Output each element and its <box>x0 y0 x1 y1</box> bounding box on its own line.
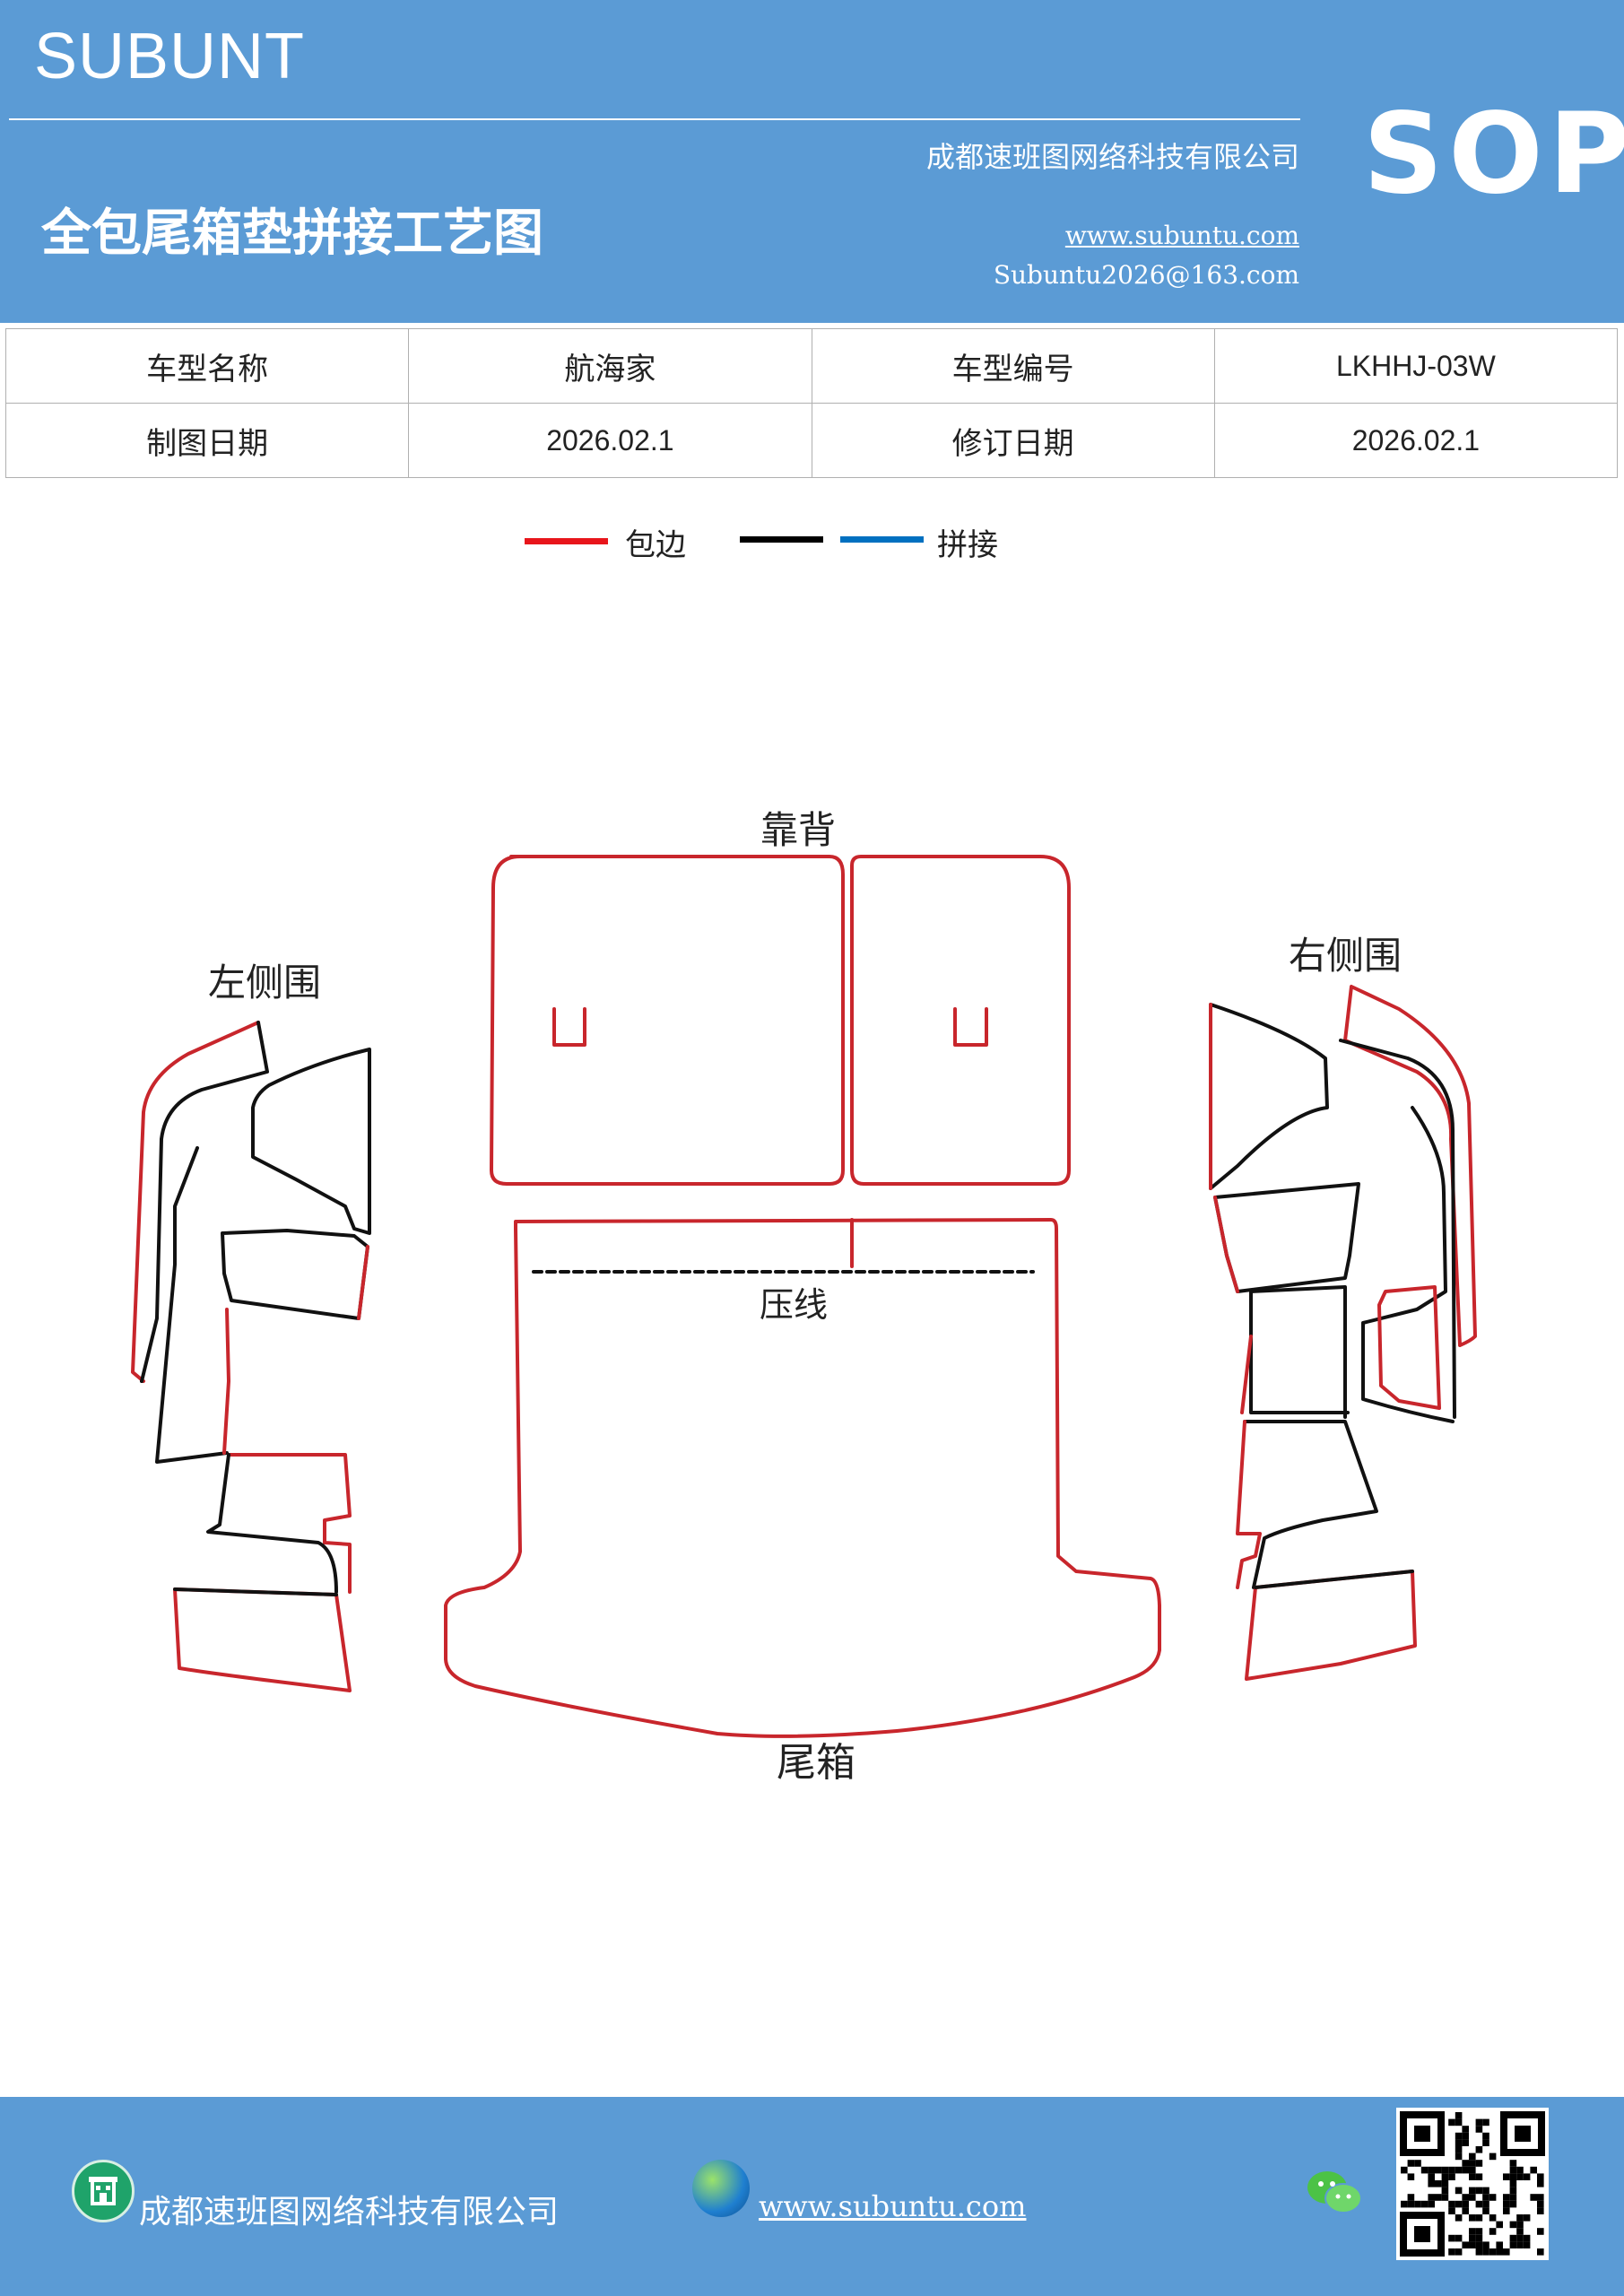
left-mid-panel <box>221 1229 369 1320</box>
label-left-side: 左侧围 <box>208 961 321 1004</box>
left-long-seam <box>155 1146 229 1464</box>
legend-edge-swatch <box>525 538 608 544</box>
backrest-left-panel <box>490 855 845 1186</box>
table-row: 制图日期 2026.02.1 修订日期 2026.02.1 <box>4 403 1619 478</box>
left-inner-panel <box>251 1048 371 1235</box>
left-lower-seam <box>206 1453 338 1594</box>
label-drawing-date: 制图日期 <box>4 403 410 478</box>
right-window-edge <box>1377 1285 1441 1410</box>
backrest-left-slot <box>552 1007 586 1047</box>
header-divider <box>9 118 1300 120</box>
label-backrest: 靠背 <box>760 808 836 852</box>
right-slant-seam <box>1361 1106 1455 1423</box>
footer-company: 成都速班图网络科技有限公司 <box>139 2194 560 2231</box>
globe-icon <box>692 2160 750 2217</box>
header-banner <box>0 0 1624 323</box>
wechat-icon <box>1305 2166 1364 2220</box>
right-low-left-edge <box>1240 1335 1253 1414</box>
right-mid-edge <box>1213 1196 1239 1293</box>
backrest-right-slot <box>953 1007 988 1047</box>
sop-badge: SOP <box>1363 90 1624 219</box>
brand-name: SUBUNT <box>34 21 306 92</box>
header-company: 成都速班图网络科技有限公司 <box>925 140 1299 174</box>
building-icon <box>72 2160 135 2222</box>
right-low-edge <box>1249 1285 1347 1419</box>
right-lower-edge <box>1236 1420 1262 1589</box>
label-trunk: 尾箱 <box>777 1740 855 1786</box>
right-low-block <box>1249 1290 1350 1414</box>
left-bottom-seam <box>173 1587 338 1596</box>
trunk-floor-panel <box>444 1218 1161 1738</box>
document-title: 全包尾箱垫拼接工艺图 <box>41 204 543 263</box>
right-bottom-seam <box>1254 1570 1414 1589</box>
right-mid-panel <box>1213 1182 1360 1293</box>
table-row: 车型名称 航海家 车型编号 LKHHJ-03W <box>4 328 1619 404</box>
left-upper-seam <box>140 1021 269 1383</box>
left-upper-edge <box>131 1021 260 1383</box>
vehicle-info-table: 车型名称 航海家 车型编号 LKHHJ-03W 制图日期 2026.02.1 修… <box>4 328 1619 478</box>
left-bottom-panel <box>173 1587 352 1692</box>
qr-code[interactable] <box>1396 2108 1549 2260</box>
backrest-right-panel <box>850 855 1071 1186</box>
header-website-link[interactable]: www.subuntu.com <box>1064 221 1299 250</box>
label-vehicle-code: 车型编号 <box>811 328 1215 404</box>
value-drawing-date: 2026.02.1 <box>408 403 812 478</box>
value-revision-date: 2026.02.1 <box>1213 403 1619 478</box>
right-upper-edge <box>1343 985 1477 1347</box>
label-right-side: 右侧围 <box>1289 934 1402 978</box>
legend-edge-label: 包边 <box>625 527 686 563</box>
legend-seam-swatch <box>840 536 924 543</box>
right-lower-panel <box>1243 1420 1378 1589</box>
left-lower-block <box>227 1453 352 1594</box>
header-email: Subuntu2026@163.com <box>993 260 1299 290</box>
legend-seam-label: 拼接 <box>937 527 998 563</box>
right-outer-panel <box>1209 1003 1329 1190</box>
footer-website-link[interactable]: www.subuntu.com <box>759 2189 1027 2223</box>
value-vehicle-name: 航海家 <box>408 328 812 404</box>
label-crease: 压线 <box>760 1285 828 1325</box>
label-revision-date: 修订日期 <box>811 403 1215 478</box>
label-vehicle-name: 车型名称 <box>4 328 410 404</box>
legend-black-swatch <box>740 536 823 543</box>
left-mid-edge <box>357 1245 369 1320</box>
value-vehicle-code: LKHHJ-03W <box>1213 328 1619 404</box>
left-long-edge <box>222 1308 230 1455</box>
right-upper-seam <box>1339 1039 1456 1419</box>
